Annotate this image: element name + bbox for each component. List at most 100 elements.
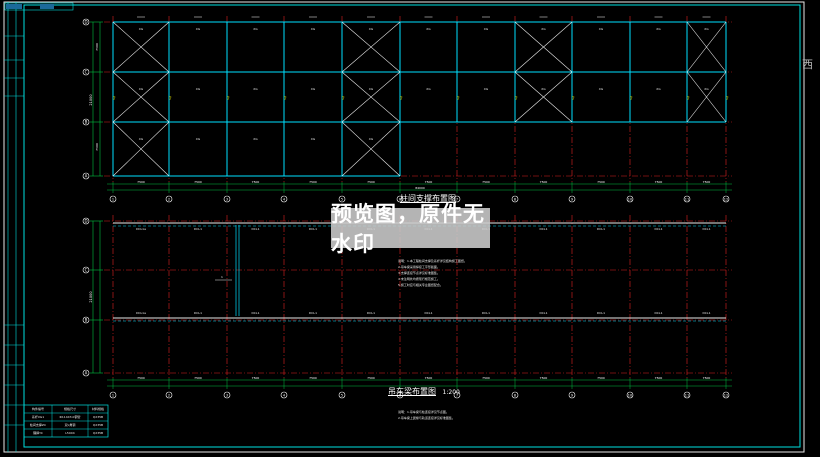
title-table-cell: Q235B [93, 415, 103, 419]
bay-label: XG [484, 27, 489, 31]
bay-label: XG [311, 87, 316, 91]
column-tag: GJ [514, 96, 518, 99]
bay-label: XG [253, 27, 258, 31]
title-table-header: 材料规格 [92, 406, 104, 411]
axis-letter: D [84, 20, 87, 25]
plan2-title: 吊车梁布置图 1:200 [388, 386, 460, 397]
axis-bubble [165, 195, 173, 203]
span-label: 7500 [482, 376, 490, 380]
crane-beam-label: DCL1 [597, 311, 605, 315]
brace-diagonal [341, 121, 401, 177]
column-tag: GJ [341, 96, 345, 99]
axis-bubble [511, 195, 519, 203]
axis-bubble [453, 391, 461, 399]
crane-beam-label: DCL1 [655, 227, 663, 231]
span-label: 7500 [597, 180, 605, 184]
crane-beam-label: DCL1 [540, 311, 548, 315]
bay-label: XG [704, 87, 709, 91]
axis-number: 11 [685, 394, 689, 398]
axis-number: 11 [685, 198, 689, 202]
axis-number: 8 [514, 394, 516, 398]
crane-beam-label: DCL1 [194, 227, 202, 231]
axis-bubble [109, 391, 117, 399]
span-label: 7500 [309, 180, 317, 184]
axis-bubble [396, 391, 404, 399]
title-table-header: 规格尺寸 [64, 406, 76, 411]
bay-label: XG [253, 137, 258, 141]
column-tag: GJ [112, 96, 116, 99]
crane-beam-label: DCL1 [540, 227, 548, 231]
bay-label: XG [599, 87, 604, 91]
column-tag: GJ [226, 96, 230, 99]
axis-bubble [626, 195, 634, 203]
axis-bubble [722, 391, 730, 399]
crane-beam-label: DCL1 [703, 227, 711, 231]
span-label: 7500 [194, 180, 202, 184]
bay-label: XG [311, 27, 316, 31]
note-line: 说明：1.本工程柱间支撑及系杆详见结构施工图纸。 [398, 258, 467, 263]
crane-beam-label: DCL1a [136, 311, 146, 315]
left-binding-strip [4, 2, 24, 452]
crane-beam-label: DCL1 [194, 311, 202, 315]
axis-number: 6 [399, 394, 401, 398]
bay-label: XG [704, 27, 709, 31]
bay-label: XG [369, 137, 374, 141]
inner-border [23, 4, 801, 448]
axis-bubble [338, 391, 346, 399]
axis-number: 6 [399, 198, 401, 202]
axis-bubble [223, 391, 231, 399]
axis-bubble [568, 391, 576, 399]
axis-number: 10 [628, 198, 632, 202]
title-table-cell: Q235B [93, 423, 103, 427]
bay-label: XG [196, 87, 201, 91]
crane-beam-label: DCL1 [655, 311, 663, 315]
bay-label: XG [196, 27, 201, 31]
title-table-cell: Q235B [93, 431, 103, 435]
span-label: 7500 [194, 376, 202, 380]
note-line: 4.未注明处均按现行规范施工。 [398, 276, 440, 281]
title-table-cell: L50X4 [65, 431, 75, 435]
axis-bubble [82, 118, 90, 126]
crane-beam-label: DCL1 [252, 227, 260, 231]
crane-beam-label: DCL1a [136, 227, 146, 231]
span-label: 7500 [367, 376, 375, 380]
brace-diagonal [112, 21, 170, 73]
bay-label: XG [599, 27, 604, 31]
axis-letter: D [84, 219, 87, 224]
axis-letter: A [85, 371, 88, 376]
axis-number: 8 [514, 198, 516, 202]
column-tag: GJ [571, 96, 575, 99]
axis-number: 7 [456, 394, 458, 398]
bay-label: XG [139, 27, 144, 31]
span-label: 7500 [540, 180, 548, 184]
section-label: 1 [221, 275, 223, 279]
dim-text-vertical: 21000 [89, 94, 93, 105]
axis-number: 4 [283, 394, 286, 398]
note-line: 2.吊车梁采用焊接工字形截面。 [398, 264, 440, 269]
axis-number: 5 [341, 198, 343, 202]
span-label: 7500 [425, 180, 433, 184]
crane-beam-label: DCL1 [597, 227, 605, 231]
axis-bubble [396, 195, 404, 203]
bay-label: XG [369, 87, 374, 91]
brace-diagonal [112, 71, 170, 123]
column-tag: GJ [686, 96, 690, 99]
brace-diagonal [514, 21, 573, 73]
plan2-title-text: 吊车梁布置图 [388, 387, 436, 396]
axis-number: 3 [226, 198, 228, 202]
span-label: 7500 [425, 376, 433, 380]
axis-number: 4 [283, 198, 286, 202]
axis-bubble [568, 195, 576, 203]
bay-label: XG [484, 87, 489, 91]
bay-label: XG [656, 27, 661, 31]
title-table-cell: Φ114X3.0钢管 [60, 414, 81, 419]
bay-label: XG [139, 137, 144, 141]
title-table-header: 构件编号 [32, 406, 44, 411]
axis-bubble [280, 195, 288, 203]
dim-text-vertical: 7500 [95, 43, 99, 51]
brace-diagonal [686, 71, 727, 123]
axis-bubble [82, 18, 90, 26]
axis-bubble [683, 391, 691, 399]
brace-diagonal [514, 71, 573, 123]
